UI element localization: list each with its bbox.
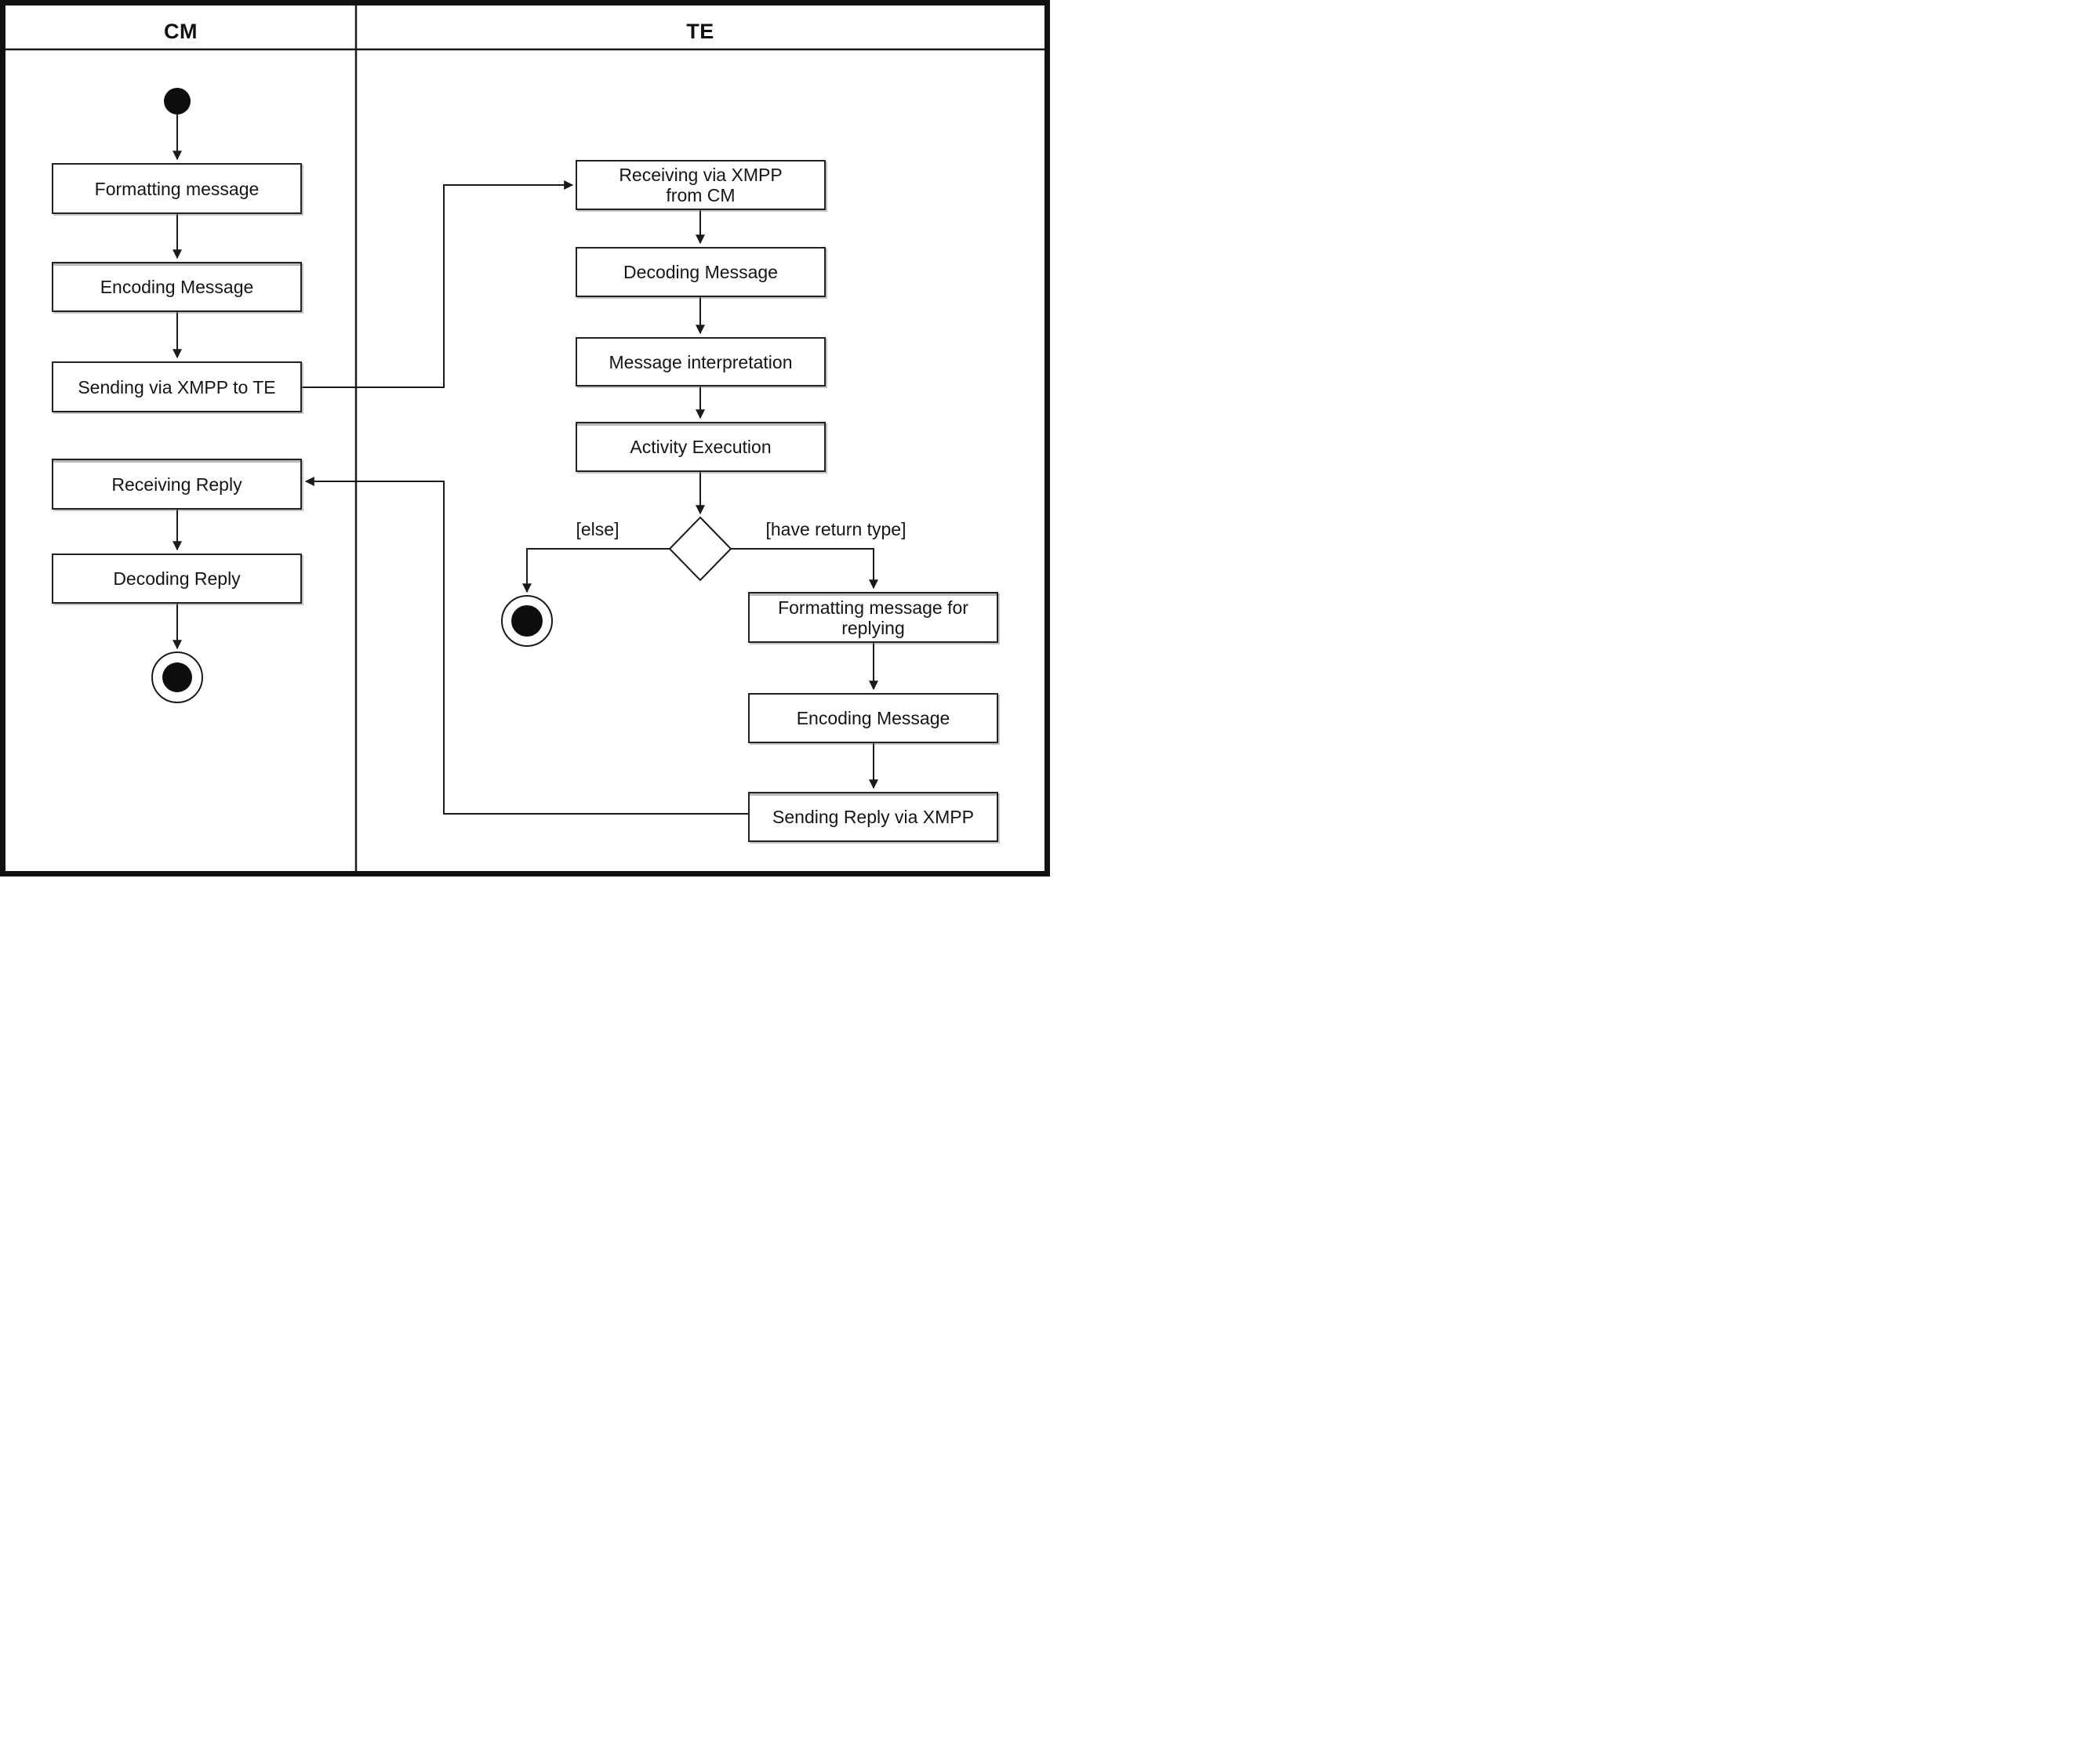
guard-else: [else] [576,519,619,539]
activity-label: Encoding Message [100,277,254,297]
te-final-node-inner [511,605,543,637]
activity-label: Sending Reply via XMPP [772,807,974,827]
decision-diamond [668,516,732,582]
activity-label: Sending via XMPP to TE [78,376,276,397]
lane-header-te: TE [686,19,714,43]
activity-label: Formatting message [94,178,260,199]
activity-diagram: CM TE Formatting message Encoding Messag… [0,0,1050,876]
activity-formatting-message: Formatting message [52,163,302,214]
activity-message-interpretation: Message interpretation [576,337,826,387]
activity-label: Decoding Reply [113,568,241,589]
initial-node [164,88,191,114]
activity-label: Activity Execution [630,437,772,457]
activity-label: Message interpretation [609,351,793,372]
cm-final-node-inner [162,662,192,692]
activity-label: Formatting message for replying [778,597,968,638]
activity-label: Encoding Message [796,708,950,728]
connector-sendingreply-to-receivingreply [304,477,748,815]
connector-decision-else-to-final [522,548,670,593]
outer-border [0,0,1050,876]
activity-receiving-reply: Receiving Reply [52,459,302,510]
activity-sending-via-xmpp-to-te: Sending via XMPP to TE [52,361,302,412]
activity-activity-execution: Activity Execution [576,422,826,472]
activity-label: Decoding Message [623,262,778,282]
guard-have-return-type: [have return type] [765,519,906,539]
activity-formatting-message-for-replying: Formatting message for replying [748,592,998,643]
diagram-wireframe [0,0,1050,876]
activity-encoding-message-te: Encoding Message [748,693,998,743]
connector-decision-to-formattingreply [731,548,878,590]
connector-sending-to-te-receiving [302,180,574,388]
activity-encoding-message-cm: Encoding Message [52,262,302,312]
activity-label: Receiving via XMPP from CM [619,165,783,205]
activity-label: Receiving Reply [111,474,242,495]
activity-receiving-via-xmpp-from-cm: Receiving via XMPP from CM [576,160,826,210]
activity-decoding-reply: Decoding Reply [52,553,302,604]
activity-decoding-message: Decoding Message [576,247,826,297]
activity-sending-reply-via-xmpp: Sending Reply via XMPP [748,792,998,842]
lane-header-cm: CM [164,19,198,43]
